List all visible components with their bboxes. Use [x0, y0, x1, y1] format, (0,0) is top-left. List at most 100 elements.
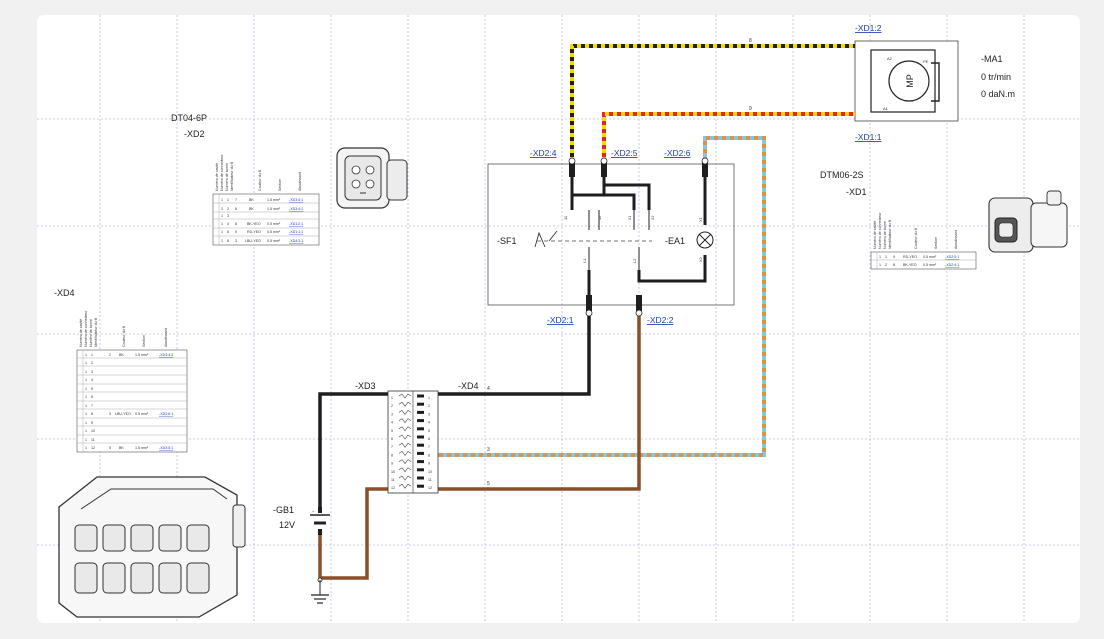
- svg-text:MP: MP: [905, 74, 915, 88]
- svg-text:1: 1: [85, 446, 87, 450]
- ref-xd2-4[interactable]: -XD2:4: [530, 148, 557, 158]
- terminal-number-right: 9: [428, 462, 430, 466]
- terminal-number-right: 5: [428, 429, 430, 433]
- battery-gb1[interactable]: +: [310, 507, 330, 604]
- wire-number-4: 4: [487, 386, 490, 392]
- svg-text:0.5 mm²: 0.5 mm²: [923, 255, 937, 259]
- svg-text:Identificateur du fil: Identificateur du fil: [94, 318, 98, 347]
- xd4-block-name: -XD4: [458, 381, 479, 391]
- pin-label: 11: [563, 215, 568, 220]
- ea1-name: -EA1: [665, 236, 685, 246]
- xd2-connector-image: [336, 147, 408, 209]
- motor-pe-label: PE: [923, 59, 929, 64]
- svg-text:7: 7: [235, 198, 237, 202]
- svg-text:1: 1: [85, 378, 87, 382]
- ref-xd2-2[interactable]: -XD2:2: [647, 315, 674, 325]
- terminal-contact: [417, 451, 424, 455]
- svg-text:1: 1: [885, 255, 887, 259]
- motor-ma1[interactable]: MP A2 A1 PE: [854, 40, 959, 122]
- svg-text:Numéro de connecteur: Numéro de connecteur: [220, 154, 224, 191]
- svg-text:1: 1: [85, 404, 87, 408]
- terminal-number-right: 1: [428, 396, 430, 400]
- xd4-table-headers: Numéro de cavité Numéro de connecteur Nu…: [79, 310, 168, 347]
- svg-text:8: 8: [893, 263, 895, 267]
- svg-text:1.5 mm²: 1.5 mm²: [135, 353, 149, 357]
- wire-number-8: 8: [749, 38, 752, 44]
- svg-text:12: 12: [91, 446, 95, 450]
- wire-battery-minus[interactable]: [318, 487, 388, 580]
- xd4-connector-image: [58, 476, 246, 618]
- wire-3[interactable]: [438, 136, 766, 457]
- xd2-table-headers: Numéro de cavité Numéro de connecteur Nu…: [215, 154, 302, 191]
- terminal-number-left: 1: [391, 396, 393, 400]
- svg-text:3: 3: [91, 370, 93, 374]
- svg-text:Aboutissant: Aboutissant: [164, 328, 168, 347]
- svg-text:9: 9: [235, 230, 237, 234]
- motor-name: -MA1: [981, 54, 1003, 64]
- pin-label: 22: [650, 215, 655, 220]
- terminal-number-right: 8: [428, 453, 430, 457]
- wire-battery-plus[interactable]: [318, 392, 388, 509]
- svg-text:10: 10: [91, 429, 95, 433]
- svg-text:1: 1: [85, 353, 87, 357]
- terminal-spring-icon: [398, 426, 412, 432]
- svg-text:Numéro de cavité: Numéro de cavité: [215, 163, 219, 191]
- terminal-number-left: 7: [391, 445, 393, 449]
- wire-4[interactable]: [438, 315, 591, 396]
- terminal-contact: [417, 394, 424, 398]
- terminal-number-left: 9: [391, 462, 393, 466]
- svg-text:1: 1: [221, 230, 223, 234]
- ref-xd2-6[interactable]: -XD2:6: [664, 148, 691, 158]
- wire-number-3: 3: [487, 447, 490, 453]
- terminal-contact: [417, 443, 424, 447]
- terminal-number-left: 8: [391, 453, 393, 457]
- svg-text:LBU-YEO: LBU-YEO: [245, 239, 261, 243]
- svg-text:0.5 mm²: 0.5 mm²: [923, 263, 937, 267]
- svg-text:-XD3:5:1: -XD3:5:1: [159, 446, 173, 450]
- svg-text:Couleur du fil: Couleur du fil: [914, 228, 918, 249]
- svg-text:1: 1: [221, 222, 223, 226]
- pin-label: 12: [597, 215, 602, 220]
- terminal-number-right: 11: [428, 478, 432, 482]
- svg-text:BK-YEO: BK-YEO: [247, 222, 261, 226]
- svg-text:1: 1: [879, 263, 881, 267]
- svg-text:1: 1: [221, 207, 223, 211]
- svg-text:BK-YEO: BK-YEO: [903, 263, 917, 267]
- svg-text:1: 1: [221, 214, 223, 218]
- terminal-number-left: 10: [391, 470, 395, 474]
- svg-text:-XD2:5:1: -XD2:5:1: [945, 255, 959, 259]
- wire-9[interactable]: [602, 112, 855, 161]
- svg-text:0.5 mm²: 0.5 mm²: [267, 239, 281, 243]
- svg-text:Identificateur du fil: Identificateur du fil: [888, 220, 892, 249]
- wire-5[interactable]: [438, 315, 641, 491]
- wire-8[interactable]: [570, 44, 855, 161]
- ref-xd2-5[interactable]: -XD2:5: [611, 148, 638, 158]
- svg-text:Aboutissant: Aboutissant: [954, 230, 958, 249]
- ref-xd2-1[interactable]: -XD2:1: [547, 315, 574, 325]
- svg-text:-XD1:1:1: -XD1:1:1: [289, 230, 303, 234]
- svg-text:5: 5: [235, 207, 237, 211]
- svg-text:Identificateur du fil: Identificateur du fil: [230, 162, 234, 191]
- ref-xd1-1[interactable]: -XD1:1: [855, 132, 882, 142]
- xd1-table-headers: Numéro de cavité Numéro de connecteur Nu…: [873, 212, 958, 249]
- svg-text:1.5 mm²: 1.5 mm²: [135, 446, 149, 450]
- svg-text:1: 1: [85, 370, 87, 374]
- pin-label: 21: [627, 215, 632, 220]
- ref-xd1-2[interactable]: -XD1:2: [855, 23, 882, 33]
- terminal-spring-icon: [398, 434, 412, 440]
